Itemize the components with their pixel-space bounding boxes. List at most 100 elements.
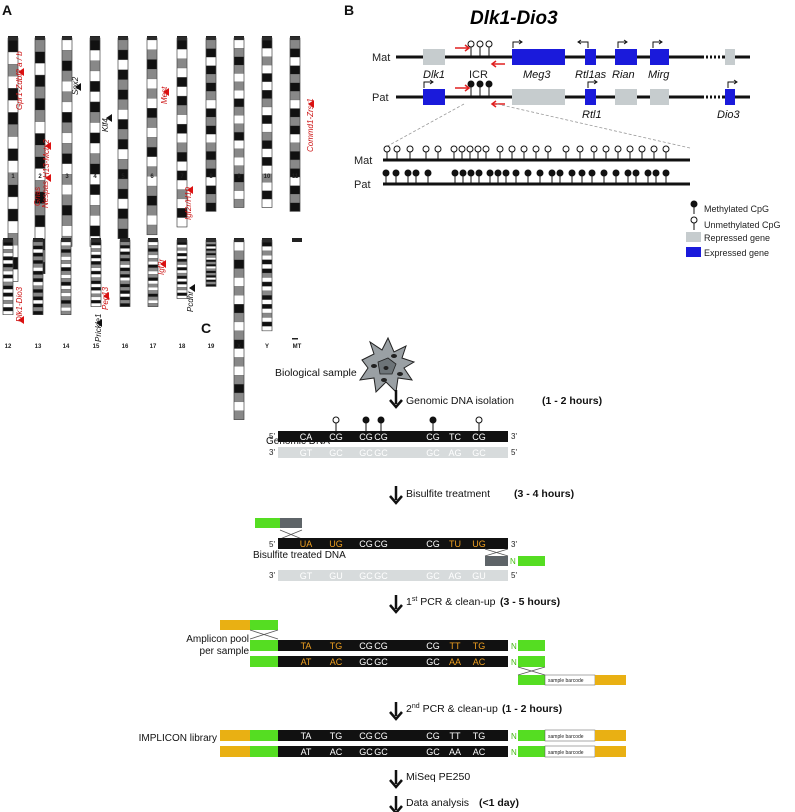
- chromosome-band: [176, 114, 188, 125]
- chromosome-band: [90, 245, 102, 249]
- lib-top-green-left: [250, 730, 278, 741]
- chromosome-13: 13: [32, 238, 44, 350]
- panel-letter-b: B: [344, 2, 354, 18]
- chromosome-band: [233, 39, 245, 49]
- chromosome-band: [61, 194, 73, 206]
- chromosome-band: [176, 278, 188, 282]
- lib-bot-yellow-left: [220, 746, 250, 757]
- chromosome-band: [2, 289, 14, 294]
- methylated-cpg-icon: [548, 169, 556, 177]
- base-pair-label: GC: [359, 571, 373, 581]
- methylated-cpg-icon: [644, 169, 652, 177]
- chromosome-band: [117, 198, 129, 209]
- chromosome-band: [176, 133, 188, 143]
- gdna-top-3prime: 3': [511, 432, 517, 441]
- step6-label: Data analysis: [406, 797, 469, 809]
- chromosome-band: [117, 218, 129, 229]
- chromosome-band: [233, 259, 245, 269]
- legend-repressed-swatch: [686, 232, 701, 242]
- mat-label: Mat: [372, 52, 390, 64]
- down-arrow-icon: [389, 604, 403, 614]
- chromosome-band: [289, 151, 301, 161]
- chromosome-band: [2, 252, 14, 257]
- chromosome-band: [2, 260, 14, 264]
- chromosome-band: [117, 109, 129, 120]
- base-pair-label: GC: [374, 448, 388, 458]
- chromosome-band: [90, 274, 102, 278]
- methylated-cpg-icon: [588, 169, 596, 177]
- chromosome-band: [32, 281, 44, 286]
- chromosome-band: [119, 303, 131, 307]
- chromosome-band: [261, 250, 273, 256]
- methylated-cpg-icon: [494, 169, 502, 177]
- chromosome-band: [2, 303, 14, 308]
- chromosome-band: [60, 267, 72, 272]
- chromosome-band: [261, 64, 273, 74]
- chromosome-band: [119, 248, 131, 252]
- chromosome-band: [117, 178, 129, 190]
- methylated-cpg-icon: [556, 169, 564, 177]
- chromosome-band: [289, 185, 301, 195]
- gdna-cpg-lollipops: [332, 416, 483, 431]
- down-arrow-icon: [389, 399, 403, 409]
- pat-mirg-box: [650, 89, 669, 105]
- chromosome-band: [205, 279, 217, 283]
- base-pair-label: GC: [359, 657, 373, 667]
- chromosome-outline: [176, 239, 188, 299]
- amp-top-nx: N: [511, 642, 517, 651]
- chromosome-band: [32, 270, 44, 275]
- chromosome-band: [261, 286, 273, 292]
- unmethylated-cpg-icon: [393, 145, 401, 153]
- base-pair-label: AG: [448, 571, 461, 581]
- locus-marker-icon: [75, 83, 81, 91]
- locus-marker-icon: [18, 68, 24, 76]
- chromosome-band: [60, 299, 72, 304]
- chromosome-band: [32, 274, 44, 279]
- locus-klf4: Klf4: [101, 118, 110, 132]
- unmethylated-cpg-icon: [532, 145, 540, 153]
- chromosome-band: [7, 124, 19, 137]
- chromosome-band: [233, 115, 245, 124]
- locus-commd1: Commd1-Zrsr1: [306, 98, 315, 152]
- chromosome-band: [60, 256, 72, 261]
- methylated-cpg-icon: [475, 169, 483, 177]
- bis-adapter-gray-right: [485, 556, 508, 566]
- chromosome-band: [61, 143, 73, 154]
- chromosome-band: [90, 280, 102, 285]
- chromosome-band: [34, 63, 46, 76]
- amp-bottom-strand: [278, 656, 508, 667]
- chromosome-band: [205, 91, 217, 101]
- chromosome-band: [205, 142, 217, 152]
- chromosome-band: [119, 251, 131, 256]
- chromosome-band: [205, 39, 217, 49]
- chromosome-band: [2, 281, 14, 286]
- chromosome-band: [117, 79, 129, 90]
- chromosome-band: [205, 284, 217, 287]
- chromosome-band: [146, 39, 158, 50]
- lib-bot-green-right: [518, 746, 545, 757]
- chromosome-band: [119, 270, 131, 275]
- legend-methylated-label: Methylated CpG: [704, 204, 769, 214]
- base-pair-label: CG: [426, 731, 440, 741]
- chromosome-band: [233, 268, 245, 278]
- lib-top-yellow-left: [220, 730, 250, 741]
- base-pair-label: TU: [449, 539, 461, 549]
- base-pair-label: CG: [374, 641, 388, 651]
- chromosome-outline: [90, 239, 102, 307]
- chromosome-band: [60, 263, 72, 268]
- chromosome-band: [176, 253, 188, 257]
- legend-expressed-label: Expressed gene: [704, 248, 769, 258]
- base-pair-label: AC: [330, 747, 343, 757]
- chromosome-band: [261, 115, 273, 124]
- base-pair-label: CG: [374, 432, 388, 442]
- chromosome-band: [2, 307, 14, 312]
- chromosome-band: [90, 241, 102, 246]
- chromosome-band: [205, 74, 217, 83]
- chromosome-band: [2, 263, 14, 268]
- chromosome-band: [233, 383, 245, 394]
- chromosome-band: [205, 266, 217, 269]
- chromosome-band: [261, 246, 273, 252]
- chromosome-band: [233, 321, 245, 331]
- legend: Methylated CpG Unmethylated CpG Represse…: [686, 200, 781, 258]
